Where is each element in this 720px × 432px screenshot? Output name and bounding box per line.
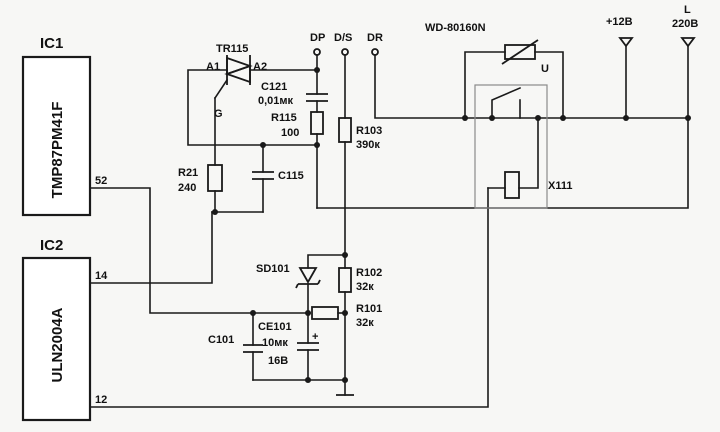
terminal-dp (313, 48, 321, 56)
relay-ref: X111 (548, 180, 572, 192)
v220-label: 220В (672, 18, 698, 30)
r101-value: 32к (356, 317, 374, 329)
wire-sensor-left (464, 51, 506, 119)
l-terminal (680, 37, 696, 48)
ce101-value: 10мк (262, 337, 288, 349)
sd101-ref: SD101 (256, 263, 290, 275)
r21-value: 240 (178, 182, 196, 194)
r21-ref: R21 (178, 167, 198, 179)
triac-symbol (213, 55, 253, 100)
wire-coil-supply (518, 117, 539, 189)
ic1-label: IC1 (40, 35, 63, 52)
c101-ref: C101 (208, 334, 234, 346)
r103-body (338, 117, 352, 143)
sd101-body (298, 267, 318, 284)
terminal-ds (341, 48, 349, 56)
ic2-label: IC2 (40, 237, 63, 254)
terminal-dr-label: DR (367, 32, 383, 44)
wire-l-return (316, 117, 689, 209)
wire-pin12 (89, 187, 489, 408)
triac-a2: A2 (253, 61, 267, 73)
sensor-u: U (541, 63, 549, 75)
c121-ref: C121 (261, 81, 287, 93)
wire-dr (374, 54, 689, 119)
l-label: L (684, 4, 691, 16)
ic1-part: TMP87PM41F (49, 102, 66, 199)
r102-body (338, 267, 352, 293)
r101-ref: R101 (356, 303, 382, 315)
relay-enclosure (474, 84, 548, 209)
v12-label: +12В (606, 16, 633, 28)
ic1-body (21, 55, 92, 217)
c121-value: 0,01мк (258, 95, 294, 107)
r115-ref: R115 (271, 112, 297, 124)
v12-terminal (618, 37, 634, 48)
wire-sensor-right (534, 51, 564, 119)
wire-pin52 (89, 187, 311, 314)
junction-dots (212, 67, 691, 383)
terminal-dp-label: DP (310, 32, 325, 44)
ce101-voltage: 16В (268, 355, 288, 367)
r102-ref: R102 (356, 267, 382, 279)
r103-ref: R103 (356, 125, 382, 137)
ce101-ref: CE101 (258, 321, 292, 333)
ic1-pin-52: 52 (95, 175, 107, 187)
r103-value: 390к (356, 139, 380, 151)
c115-ref: C115 (278, 170, 304, 182)
sensor-ref: WD-80160N (425, 22, 486, 34)
relay-coil (504, 171, 520, 199)
terminal-ds-label: D/S (334, 32, 352, 44)
r115-value: 100 (281, 127, 299, 139)
sensor-slash (501, 39, 539, 65)
ic2-pin-14: 14 (95, 270, 108, 282)
r115-body (310, 111, 324, 135)
r21-body (207, 164, 223, 192)
r101-body (311, 306, 339, 320)
r102-value: 32к (356, 281, 374, 293)
ic2-body (21, 256, 92, 422)
wire-a1 (187, 69, 318, 146)
relay-contact (491, 86, 522, 119)
triac-g: G (214, 108, 223, 120)
terminal-dr (371, 48, 379, 56)
wire-pin14 (89, 211, 213, 284)
triac-a1: A1 (206, 61, 220, 73)
wire-sd101 (307, 254, 346, 269)
ic2-pin-12: 12 (95, 394, 107, 406)
triac-ref: TR115 (216, 43, 248, 55)
ce101-polarity: + (312, 331, 318, 343)
ic2-part: ULN2004A (49, 307, 66, 382)
